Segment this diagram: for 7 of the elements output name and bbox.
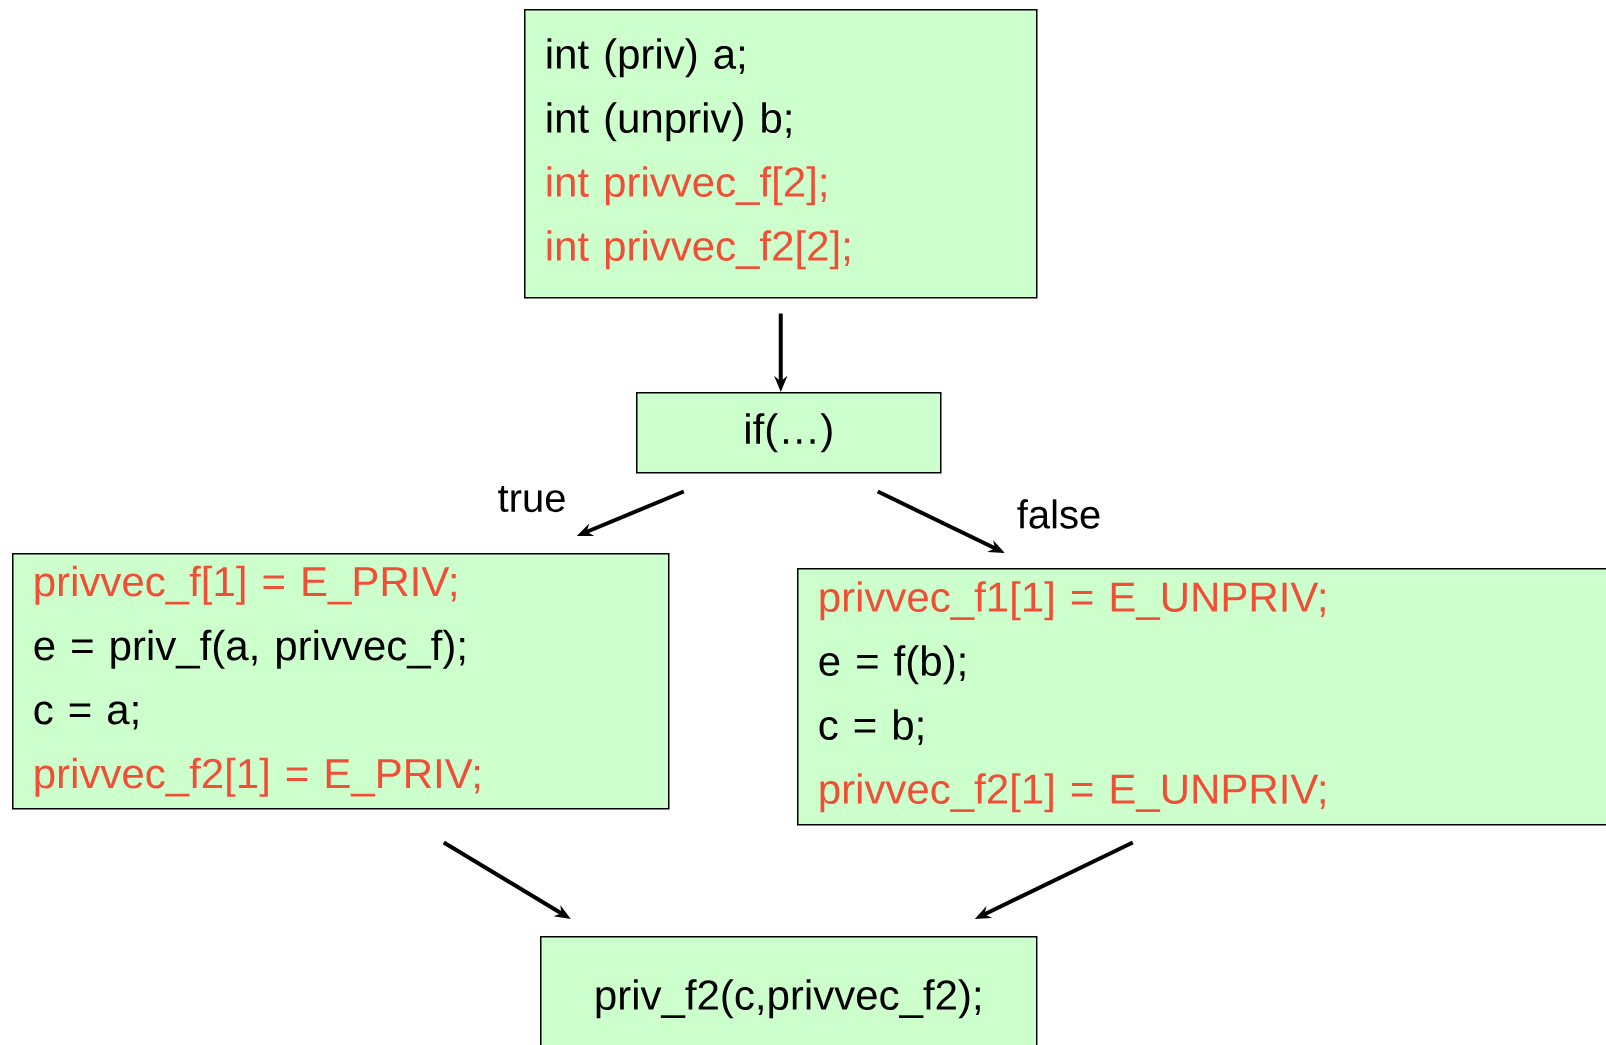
code-box: priv_f2(c,privvec_f2); — [540, 936, 1038, 1045]
code-box: int (priv) a; int (unpriv) b; int privvec_f[2]; int privvec_f2[2]; — [524, 9, 1038, 299]
code-box: privvec_f[1] = E_PRIV; e = priv_f(a, privvec_f); c = a; privvec_f2[1] = E_PRIV; — [12, 553, 670, 810]
code-box: privvec_f1[1] = E_UNPRIV; e = f(b); c = b; privvec_f2[1] = E_UNPRIV; — [797, 568, 1606, 826]
code-box: if(…) — [636, 392, 942, 474]
edge-label: true — [495, 483, 569, 515]
edge-label: false — [1014, 497, 1104, 531]
